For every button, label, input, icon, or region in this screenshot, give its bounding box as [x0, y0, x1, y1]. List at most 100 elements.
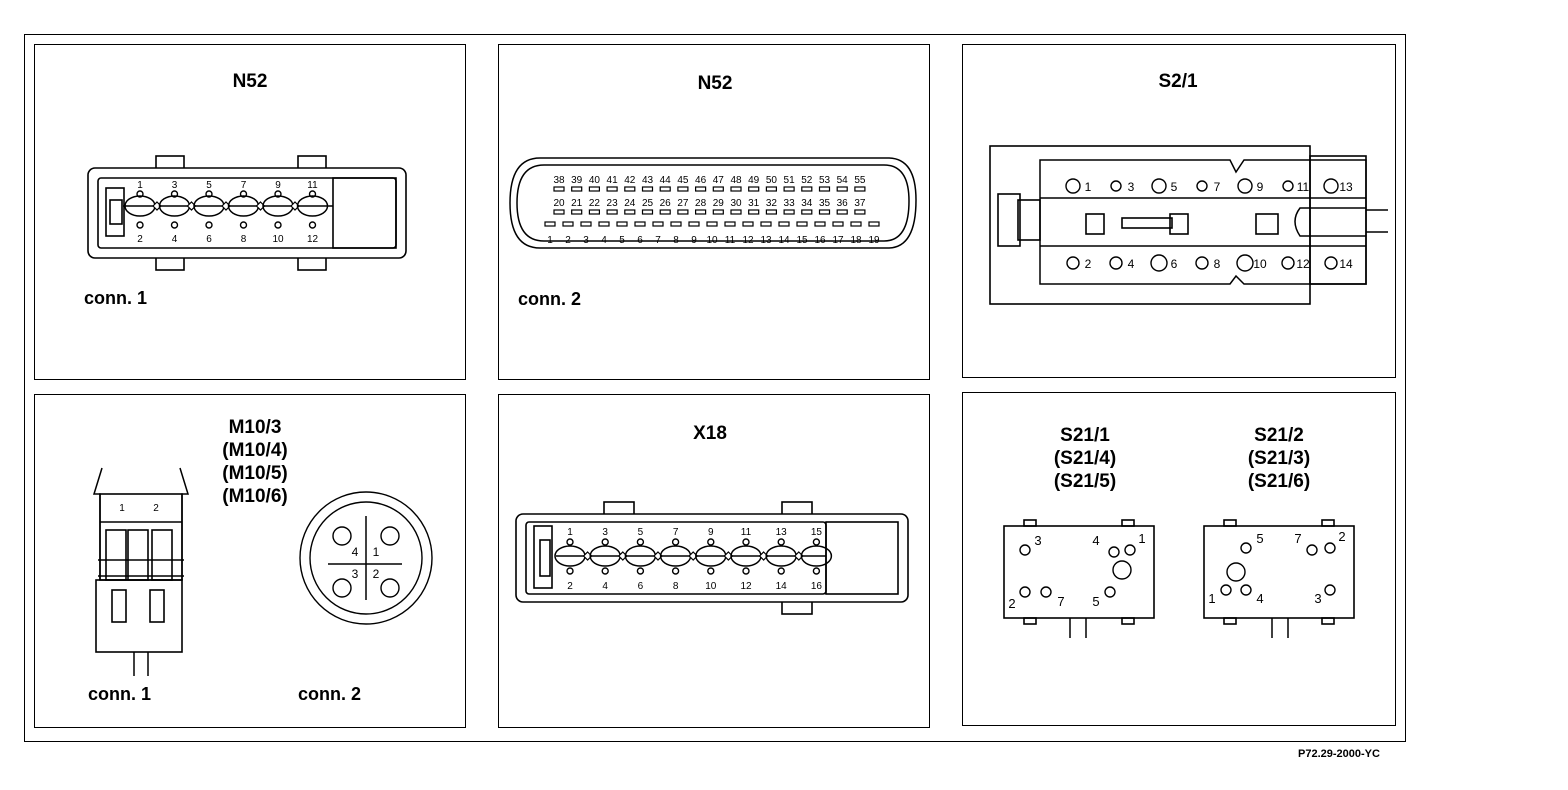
switch-contact — [1281, 256, 1295, 270]
pin-socket — [624, 209, 636, 215]
mount-tab — [1023, 519, 1037, 527]
pin-socket — [783, 209, 795, 215]
housing-inner — [516, 164, 910, 242]
panel-m10-title-line: (M10/4) — [222, 440, 288, 461]
reference-code: P72.29-2000-YC — [1298, 748, 1380, 760]
panel-m10 — [34, 394, 466, 728]
pin-label: 7 — [1214, 180, 1221, 194]
pin-label: 2 — [567, 581, 573, 592]
pin-label: 5 — [619, 235, 625, 246]
panel-n52-conn1 — [34, 44, 466, 380]
pin-label: 41 — [607, 175, 619, 186]
mount-tab — [1321, 617, 1335, 625]
pin-label: 7 — [673, 527, 679, 538]
switch-contact — [1220, 584, 1232, 596]
pin-socket — [553, 186, 565, 192]
pin-socket — [571, 186, 583, 192]
switch-contact — [1195, 256, 1209, 270]
socket — [332, 526, 352, 546]
pin-label: 4 — [602, 581, 608, 592]
pin-label: 16 — [811, 581, 823, 592]
pin-socket — [742, 221, 754, 227]
pin-socket — [724, 221, 736, 227]
pin-contact — [205, 221, 213, 229]
pin-label: 11 — [741, 527, 752, 538]
socket — [380, 526, 400, 546]
pin-socket — [571, 209, 583, 215]
pin-label: 1 — [373, 545, 380, 559]
pin-label: 12 — [1296, 257, 1310, 271]
pin-label: 43 — [642, 175, 654, 186]
slider-bar — [1121, 217, 1173, 229]
pin-cell-arc — [659, 555, 692, 567]
pin-contact — [707, 538, 715, 546]
pin-label: 9 — [708, 527, 714, 538]
pin-contact — [777, 538, 785, 546]
panel-s21-left-title-line: (S21/4) — [1053, 448, 1117, 469]
pin-label: 31 — [748, 198, 760, 209]
pin-label: 54 — [837, 175, 849, 186]
pin-socket — [850, 221, 862, 227]
switch-contact — [1236, 254, 1254, 272]
pin-label: 27 — [677, 198, 689, 209]
switch-body — [1203, 525, 1355, 619]
pin-label: 2 — [565, 235, 571, 246]
pin-socket — [836, 186, 848, 192]
pin-socket — [562, 221, 574, 227]
panel-n52-conn2-title: N52 — [697, 73, 733, 94]
pin-label: 10 — [706, 235, 718, 246]
pin-label: 6 — [1171, 257, 1178, 271]
pin-label: 14 — [776, 581, 788, 592]
pin-label: 1 — [1085, 180, 1092, 194]
panel-s21-right-title-line: (S21/6) — [1247, 471, 1311, 492]
pin-label: 10 — [705, 581, 717, 592]
mount-tab — [1223, 519, 1237, 527]
pin-cell-arc — [262, 195, 294, 207]
pin-label: 50 — [766, 175, 778, 186]
key-inner — [539, 539, 551, 577]
pin-label: 38 — [553, 175, 565, 186]
round-connector-outer — [299, 491, 433, 625]
panel-n52-conn1-title: N52 — [232, 71, 268, 92]
pin-cell-arc — [800, 555, 833, 567]
pin-label: 8 — [673, 235, 679, 246]
panel-s21-right-title: S21/2 (S21/3) (S21/6) — [1224, 424, 1334, 493]
switch-contact — [1104, 586, 1116, 598]
pin-socket — [652, 221, 664, 227]
contact-block — [1039, 159, 1367, 285]
pin-cell-arc — [624, 545, 657, 557]
pin-label: 7 — [1057, 594, 1064, 609]
pin-socket — [694, 209, 707, 215]
mount-tab — [1121, 519, 1135, 527]
pin-label: 13 — [776, 527, 788, 538]
pin-label: 1 — [1138, 531, 1145, 546]
pin-cell-arc — [695, 555, 727, 567]
pin-label: 23 — [607, 198, 619, 209]
blank-area — [825, 521, 899, 595]
pin-contact — [812, 538, 821, 546]
pin-socket — [706, 221, 718, 227]
pin-socket — [616, 221, 628, 227]
pin-cell-arc — [158, 195, 191, 207]
panel-n52-conn2 — [498, 44, 930, 380]
switch-contact — [1151, 178, 1167, 194]
slider-stop — [1085, 213, 1105, 235]
pin-cell-arc — [624, 555, 657, 567]
pin-socket — [712, 209, 724, 215]
pin-socket — [783, 186, 795, 192]
switch-contact — [1323, 178, 1339, 194]
pin-contact — [239, 221, 248, 229]
pin-socket — [544, 221, 556, 227]
pin-socket — [765, 186, 778, 192]
pin-label: 10 — [1253, 257, 1267, 271]
pin-socket — [730, 209, 742, 215]
switch-contact — [1110, 180, 1122, 192]
pin-label: 2 — [1008, 596, 1015, 611]
pin-socket — [694, 186, 707, 192]
pin-label: 1 — [137, 180, 143, 191]
pin-label: 25 — [642, 198, 654, 209]
pin-label: 34 — [801, 198, 813, 209]
mount-tab — [1023, 617, 1037, 625]
